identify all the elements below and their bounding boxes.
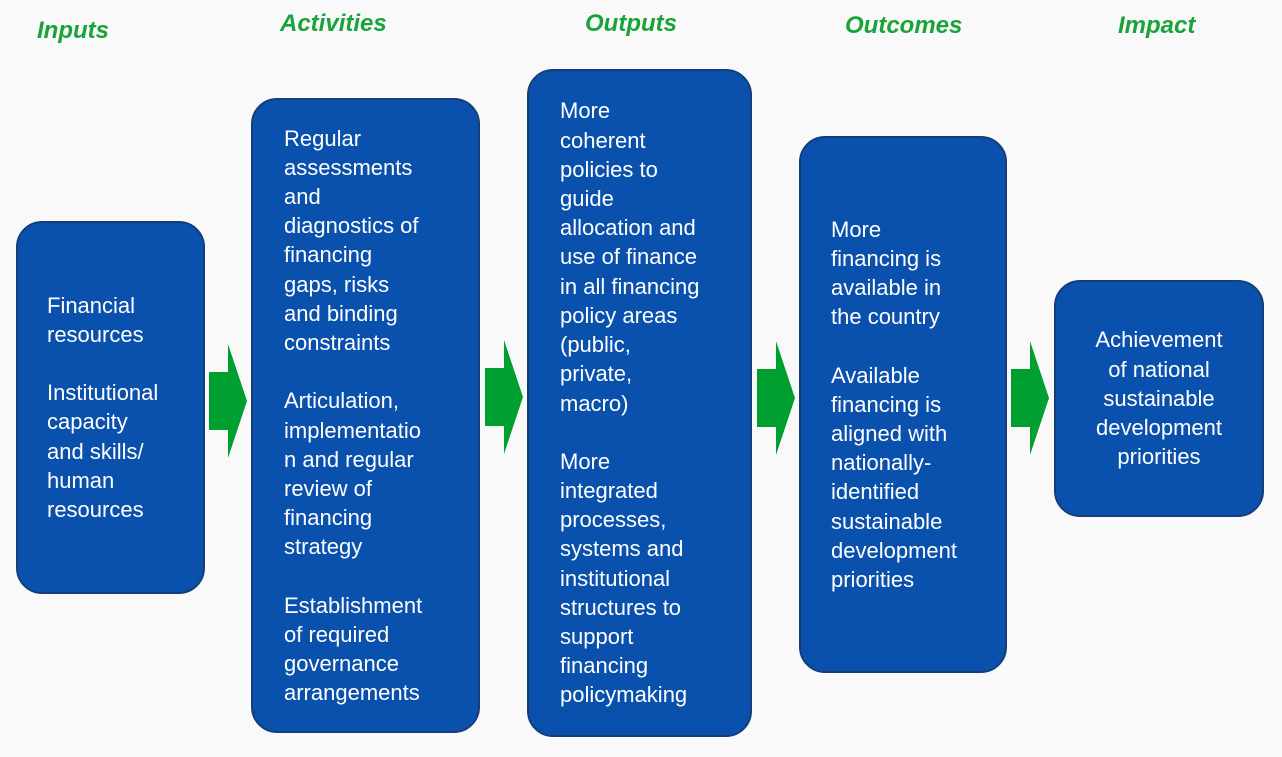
impact-box: Achievement of national sustainable develop… — [1054, 280, 1264, 517]
activities-box: Regular assessments and diagnostics of finan… — [251, 98, 480, 733]
arrow-right-icon — [209, 344, 247, 458]
box-text-line: identified — [831, 479, 920, 505]
box-text-line: (public, — [560, 332, 631, 358]
box-text-line: in all financing — [560, 273, 700, 299]
header-inputs: Inputs — [37, 17, 109, 44]
box-text-line: and — [284, 184, 321, 210]
box-paragraph: Establishment of required governance arrang… — [284, 591, 478, 708]
box-text-line: More — [560, 448, 611, 474]
box-text-line: Institutional — [47, 380, 159, 406]
header-outputs: Outputs — [585, 10, 677, 37]
box-text-line: support — [560, 623, 634, 649]
box-text-line: arrangements — [284, 680, 420, 706]
box-text-line: Establishment — [284, 592, 423, 618]
box-paragraph: Financial resources — [47, 291, 203, 349]
box-text-line: strategy — [284, 534, 363, 560]
box-text-line: assessments — [284, 154, 413, 180]
arrow-right-icon — [1011, 341, 1049, 455]
box-text-line: financing — [284, 242, 373, 268]
box-text-line: sustainable — [1103, 385, 1215, 411]
box-text-line: policy areas — [560, 302, 678, 328]
box-text-line: Available — [831, 362, 920, 388]
box-text-line: financing — [560, 653, 649, 679]
box-paragraph: Institutional capacity and skills/human res… — [47, 378, 203, 524]
box-text-line: Financial — [47, 292, 136, 318]
box-text-line: structures to — [560, 594, 682, 620]
box-text-line: diagnostics of — [284, 213, 419, 239]
box-text-line: Achievement — [1095, 327, 1223, 353]
box-text-line: More — [831, 216, 882, 242]
box-text-line: development — [1096, 415, 1222, 441]
box-text-line: priorities — [1117, 444, 1201, 470]
header-impact: Impact — [1118, 12, 1196, 39]
box-paragraph: More coherent policies to guide allocation a… — [560, 96, 750, 417]
box-text-line: implementatio — [284, 417, 421, 443]
box-text-line: n and regular — [284, 446, 414, 472]
box-text-line: guide — [560, 186, 614, 212]
box-paragraph: More integrated processes, systems and insti… — [560, 447, 750, 710]
box-text-line: gaps, risks — [284, 271, 390, 297]
box-text-line: aligned with — [831, 421, 948, 446]
box-text-line: the country — [831, 304, 940, 330]
box-text-line: financing is — [831, 391, 942, 417]
header-activities: Activities — [280, 10, 387, 37]
box-text-line: human — [47, 467, 115, 493]
box-text-line: More — [560, 98, 611, 124]
box-paragraph: More financing is available in the country — [831, 215, 1005, 332]
box-text-line: resources — [47, 321, 144, 347]
box-paragraph: Articulation, implementatio n and regular r… — [284, 386, 478, 561]
box-text-line: processes, — [560, 507, 667, 533]
box-text-line: and binding — [284, 300, 398, 326]
box-text-line: development — [831, 537, 957, 563]
box-text-line: use of finance — [560, 244, 697, 270]
box-text-line: systems and — [560, 536, 684, 562]
box-text-line: financing is — [831, 245, 942, 271]
box-text-line: Articulation, — [284, 388, 399, 414]
box-text-line: financing — [284, 505, 373, 531]
box-text-line: nationally- — [831, 450, 932, 476]
box-text-line: available in — [831, 275, 942, 301]
box-text-line: policymaking — [560, 682, 688, 708]
arrow-right-icon — [485, 340, 523, 454]
box-text-line: sustainable — [831, 508, 943, 534]
box-text-line: allocation and — [560, 215, 696, 241]
arrow-right-icon — [757, 341, 795, 455]
box-text-line: private, — [560, 361, 633, 387]
box-text-line: review of — [284, 475, 373, 501]
box-paragraph: Achievement of national sustainable develop… — [1095, 325, 1222, 471]
box-text-line: coherent — [560, 127, 646, 153]
box-text-line: of national — [1108, 356, 1210, 382]
outputs-box: More coherent policies to guide allocation a… — [527, 69, 752, 737]
box-text-line: governance — [284, 650, 399, 676]
box-paragraph: Regular assessments and diagnostics of finan… — [284, 124, 478, 358]
box-text-line: Regular — [284, 125, 362, 151]
box-text-line: macro) — [560, 390, 629, 416]
box-text-line: capacity — [47, 409, 128, 435]
box-text-line: policies to — [560, 156, 658, 182]
box-text-line: and skills/ — [47, 438, 144, 464]
box-text-line: institutional — [560, 565, 671, 591]
box-paragraph: Available financing is aligned with nationa… — [831, 361, 1005, 595]
header-outcomes: Outcomes — [845, 12, 963, 39]
box-text-line: constraints — [284, 330, 391, 356]
box-text-line: resources — [47, 497, 144, 522]
box-text-line: priorities — [831, 567, 915, 593]
box-text-line: integrated — [560, 477, 658, 503]
box-text-line: of required — [284, 621, 390, 647]
